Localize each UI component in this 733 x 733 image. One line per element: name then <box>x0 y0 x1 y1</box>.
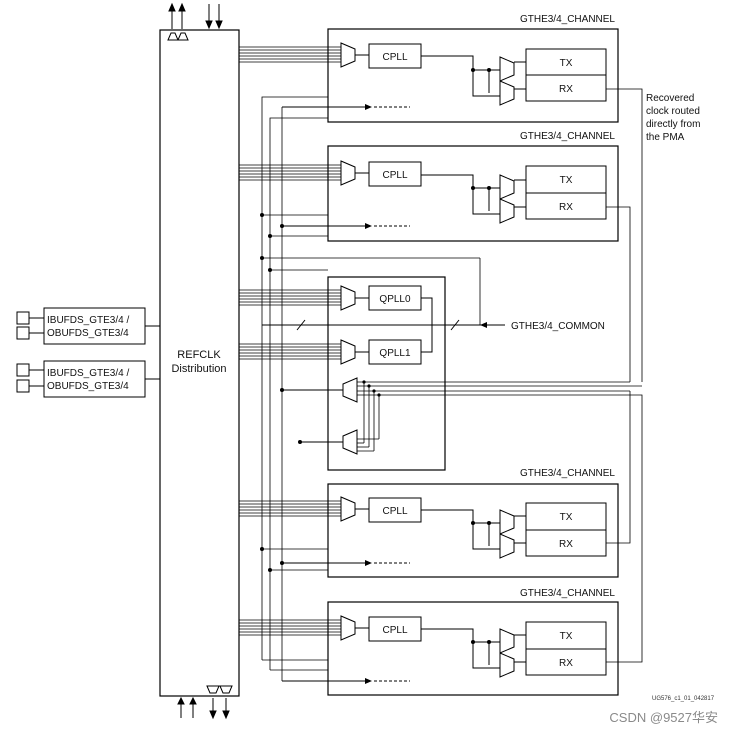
bottom-clock-arrows <box>177 696 230 720</box>
rx-label: RX <box>559 202 573 213</box>
buffer-group-1: IBUFDS_GTE3/4 / OBUFDS_GTE3/4 <box>16 307 160 345</box>
cpll-block <box>368 161 422 187</box>
mux-icon <box>342 429 358 455</box>
pad-icon <box>16 379 30 393</box>
tx-label: TX <box>560 58 573 69</box>
mux-icon <box>499 198 515 224</box>
cpll-block <box>368 616 422 642</box>
tx-label: TX <box>560 631 573 642</box>
pad-icon <box>16 326 30 340</box>
cpll-label: CPLL <box>382 625 407 636</box>
cpll-label: CPLL <box>382 52 407 63</box>
recovered-clock-routing <box>606 88 643 663</box>
watermark: CSDN @9527华安 <box>609 710 718 725</box>
common-input: GTHE3/4_COMMON <box>465 321 605 332</box>
mux-icon <box>499 80 515 106</box>
junction-dots <box>260 213 302 572</box>
rx-block <box>525 74 607 102</box>
mux-icon <box>340 615 356 641</box>
ibufds-label: IBUFDS_GTE3/4 / <box>47 368 129 379</box>
refclk-label: REFCLK <box>177 349 221 361</box>
pad-icon <box>16 363 30 377</box>
rx-label: RX <box>559 539 573 550</box>
cpll-block <box>368 43 422 69</box>
obufds-label: OBUFDS_GTE3/4 <box>47 328 129 339</box>
buffer-group-2: IBUFDS_GTE3/4 / OBUFDS_GTE3/4 <box>16 360 160 398</box>
ibufds-block <box>43 307 146 345</box>
common-block: QPLL0 QPLL1 <box>239 276 630 471</box>
rx-label: RX <box>559 658 573 669</box>
mux-icon <box>499 56 515 82</box>
mux-icon <box>340 339 356 365</box>
recovered-note: Recovered clock routed directly from the… <box>646 93 700 143</box>
mux-icon <box>342 377 358 403</box>
routing-left <box>261 96 481 681</box>
refclk-distribution-block <box>159 29 240 697</box>
bottom-buffer-icons <box>206 685 233 694</box>
channel-title: GTHE3/4_CHANNEL <box>520 588 615 599</box>
pad-icon <box>16 311 30 325</box>
tx-block <box>525 621 607 650</box>
figure-id: UG576_c1_01_042817 <box>652 696 715 702</box>
svg-text:the PMA: the PMA <box>646 132 685 143</box>
channel-1: GTHE3/4_CHANNEL CPLL TX RX <box>239 14 619 123</box>
channel-title: GTHE3/4_CHANNEL <box>520 468 615 479</box>
mux-icon <box>499 509 515 535</box>
mux-icon <box>499 628 515 654</box>
rx-block <box>525 529 607 557</box>
ibufds-block <box>43 360 146 398</box>
rx-block <box>525 192 607 220</box>
top-clock-arrows <box>168 2 223 30</box>
top-buffer-icons <box>167 32 189 41</box>
channel-title: GTHE3/4_CHANNEL <box>520 14 615 25</box>
svg-text:directly from: directly from <box>646 119 700 130</box>
tx-label: TX <box>560 512 573 523</box>
ibufds-label: IBUFDS_GTE3/4 / <box>47 315 129 326</box>
mux-icon <box>340 285 356 311</box>
tx-label: TX <box>560 175 573 186</box>
channel-4: GTHE3/4_CHANNEL CPLL TX RX <box>239 588 619 696</box>
channel-title: GTHE3/4_CHANNEL <box>520 131 615 142</box>
cpll-label: CPLL <box>382 170 407 181</box>
cpll-block <box>368 497 422 523</box>
channel-2: GTHE3/4_CHANNEL CPLL TX RX <box>239 131 619 242</box>
obufds-label: OBUFDS_GTE3/4 <box>47 381 129 392</box>
mux-icon <box>340 160 356 186</box>
refclk-label-line2: Distribution <box>171 363 226 375</box>
rx-label: RX <box>559 84 573 95</box>
mux-icon <box>340 496 356 522</box>
mux-icon <box>499 652 515 678</box>
qpll1-label: QPLL1 <box>379 348 411 359</box>
cpll-label: CPLL <box>382 506 407 517</box>
mux-icon <box>499 533 515 559</box>
qpll0-label: QPLL0 <box>379 294 411 305</box>
mux-icon <box>499 174 515 200</box>
common-label: GTHE3/4_COMMON <box>511 321 605 332</box>
mux-icon <box>340 42 356 68</box>
svg-text:clock routed: clock routed <box>646 106 700 117</box>
tx-block <box>525 48 607 76</box>
svg-text:Recovered: Recovered <box>646 93 694 104</box>
channel-3: GTHE3/4_CHANNEL CPLL TX RX <box>239 468 619 578</box>
